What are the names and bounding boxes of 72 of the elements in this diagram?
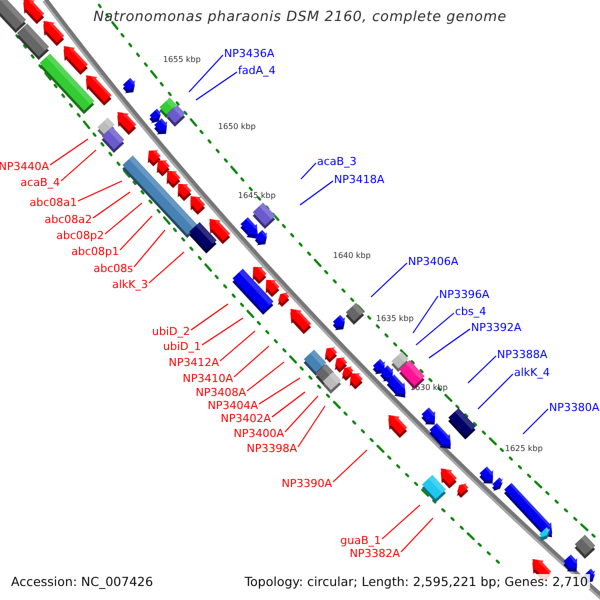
gene-label: guaB_1 xyxy=(340,534,381,546)
gene-label: acaB_3 xyxy=(317,154,357,168)
gene-label: cbs_4 xyxy=(455,304,486,318)
gene-label: abc08s xyxy=(94,262,133,274)
scale-label: 1655 kbp xyxy=(163,55,201,65)
gene-label: NP3382A xyxy=(350,546,400,560)
scale-label: 1650 kbp xyxy=(218,122,256,132)
scale-label: 1625 kbp xyxy=(505,444,543,454)
gene-label: NP3412A xyxy=(168,356,219,368)
leader-line xyxy=(134,230,166,268)
gene-label: NP3404A xyxy=(208,398,258,412)
gene-label: NP3390A xyxy=(282,476,332,490)
gene-label: NP3392A xyxy=(471,320,522,334)
leader-line xyxy=(522,408,548,434)
gene-label: NP3418A xyxy=(334,172,384,186)
gene-label: NP3410A xyxy=(182,372,233,384)
leader-line xyxy=(190,304,228,330)
leader-line xyxy=(428,328,470,358)
gene-label: NP3388A xyxy=(497,348,548,360)
diagram-title: Natronomonas pharaonis DSM 2160, complete genome xyxy=(92,9,508,25)
gene-label: NP3400A xyxy=(234,426,284,440)
gene-label: ubiD_2 xyxy=(152,324,190,338)
gene-label: NP3398A xyxy=(246,442,297,454)
gene-label: NP3436A xyxy=(224,46,274,60)
scale-label: 1640 kbp xyxy=(333,251,371,261)
leader-line xyxy=(298,406,326,448)
leader-line xyxy=(50,138,88,166)
gene-label: fadA_4 xyxy=(238,64,276,76)
genome-summary-text: Topology: circular; Length: 2,595,221 bp; Genes: 2,710 xyxy=(242,574,590,589)
leader-line xyxy=(468,356,496,384)
scale-label: 1635 kbp xyxy=(376,314,414,324)
leader-line xyxy=(400,518,434,552)
gene-label: abc08p1 xyxy=(71,244,119,258)
leader-line xyxy=(60,150,96,182)
gene-label: NP3440A xyxy=(0,160,49,172)
leader-line xyxy=(92,192,130,218)
gene-label: abc08a1 xyxy=(29,196,77,208)
gene-label: NP3402A xyxy=(220,412,271,424)
gene-label: NP3396A xyxy=(439,288,490,300)
gene-label: alkK_4 xyxy=(514,366,550,378)
leader-line xyxy=(196,72,238,100)
scale-label: 1645 kbp xyxy=(238,191,276,201)
leader-line xyxy=(234,346,270,378)
gene-label: abc08a2 xyxy=(44,212,92,226)
leader-line xyxy=(246,362,284,392)
leader-line xyxy=(78,180,122,202)
leader-line xyxy=(478,374,514,410)
scale-label: 1630 kbp xyxy=(410,383,448,393)
leader-line xyxy=(284,396,318,432)
leader-line xyxy=(188,54,224,92)
gene-label: abc08p2 xyxy=(56,228,104,242)
leader-line xyxy=(258,378,300,404)
leader-line xyxy=(382,504,420,540)
leader-line xyxy=(220,330,256,362)
leader-line xyxy=(202,318,244,346)
leader-line xyxy=(300,180,334,206)
leader-line xyxy=(104,202,142,234)
gene-label: acaB_4 xyxy=(20,176,60,188)
gene-label: NP3406A xyxy=(408,254,458,268)
leader-line xyxy=(416,312,454,346)
leader-line xyxy=(412,296,438,334)
leader-line xyxy=(332,450,368,482)
gene-label: alkK_3 xyxy=(112,278,148,290)
leader-line xyxy=(148,252,184,284)
leader-line xyxy=(300,162,316,180)
accession-text: Accession: NC_007426 xyxy=(9,574,156,589)
leader-line xyxy=(370,262,408,298)
leader-line xyxy=(120,216,152,250)
gene-label: ubiD_1 xyxy=(163,340,201,352)
gene-label: NP3408A xyxy=(196,386,246,398)
gene-label: NP3380A xyxy=(549,400,600,414)
leader-line xyxy=(272,392,306,418)
